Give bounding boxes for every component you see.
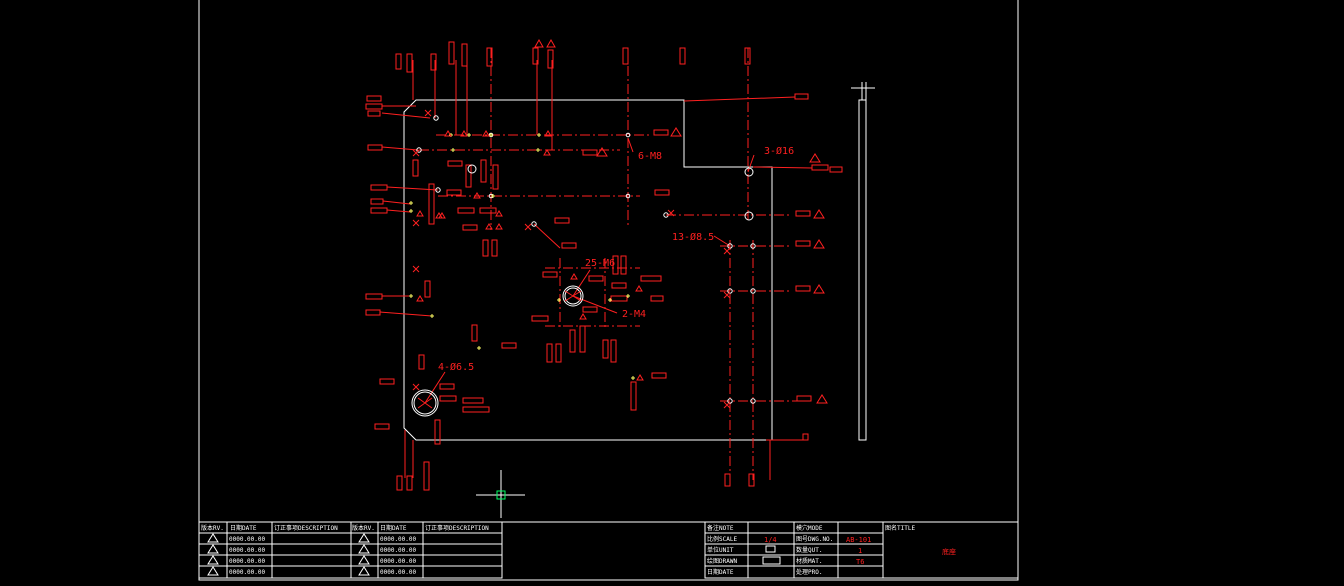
- rev-right-row-date: 0000.00.00: [380, 569, 417, 576]
- callout-3-d16: 3-Ø16: [764, 145, 794, 157]
- rev-left-row-date: 0000.00.00: [229, 558, 266, 565]
- pro-label: 处理PRO.: [796, 568, 822, 576]
- scale-value: 1/4: [764, 536, 777, 544]
- mat-label: 材质MAT.: [796, 557, 822, 565]
- rev-right-col-date: 日期DATE: [380, 524, 407, 532]
- rev-left-col-rev: 版本RV.: [201, 524, 224, 532]
- revision-rows: [207, 533, 370, 576]
- rev-left-col-desc: 订正事项DESCRIPTION: [274, 524, 338, 532]
- qty-value: 1: [858, 547, 862, 555]
- callout-25-m6: 25-M6: [585, 258, 615, 269]
- mat-value: T6: [856, 558, 864, 566]
- rev-right-row-date: 0000.00.00: [380, 536, 417, 543]
- qty-label: 数量QUT.: [796, 546, 822, 554]
- date-label: 日期DATE: [707, 568, 734, 576]
- unit-box: [765, 545, 776, 553]
- drawn-box: [762, 556, 781, 565]
- callout-13-d8-5: 13-Ø8.5: [672, 231, 714, 243]
- rev-left-row-date: 0000.00.00: [229, 547, 266, 554]
- title-label: 图名TITLE: [885, 524, 915, 532]
- title-value: 底座: [942, 547, 956, 556]
- callout-6-m8: 6-M8: [638, 151, 662, 162]
- rev-left-row-date: 0000.00.00: [229, 536, 266, 543]
- rev-left-row-date: 0000.00.00: [229, 569, 266, 576]
- callout-2-m4: 2-M4: [622, 309, 646, 320]
- unit-label: 单位UNIT: [707, 546, 734, 554]
- sheet-border: [198, 0, 1019, 581]
- rev-right-row-date: 0000.00.00: [380, 547, 417, 554]
- drawn-label: 绘图DRAWN: [707, 557, 737, 565]
- title-block-frame: [198, 521, 1019, 579]
- cursor-crosshair: [476, 470, 525, 518]
- rev-right-col-rev: 版本RV.: [352, 524, 375, 532]
- dwg-label: 图号DWG.NO.: [796, 536, 833, 543]
- callout-4-d6-5: 4-Ø6.5: [438, 361, 474, 373]
- scale-label: 比例SCALE: [707, 535, 737, 543]
- rev-right-col-desc: 订正事项DESCRIPTION: [425, 524, 489, 532]
- dwg-value: AB-101: [846, 536, 871, 544]
- center-marks: [409, 133, 635, 380]
- annotation-leaders: [365, 41, 843, 491]
- rev-left-col-date: 日期DATE: [230, 524, 257, 532]
- rev-right-row-date: 0000.00.00: [380, 558, 417, 565]
- note-label: 备注NOTE: [707, 524, 734, 532]
- hole-crosses: [412, 109, 731, 409]
- mode-label: 模穴MODE: [796, 524, 823, 532]
- warning-triangles: [416, 38, 828, 404]
- part-outline: [403, 82, 875, 441]
